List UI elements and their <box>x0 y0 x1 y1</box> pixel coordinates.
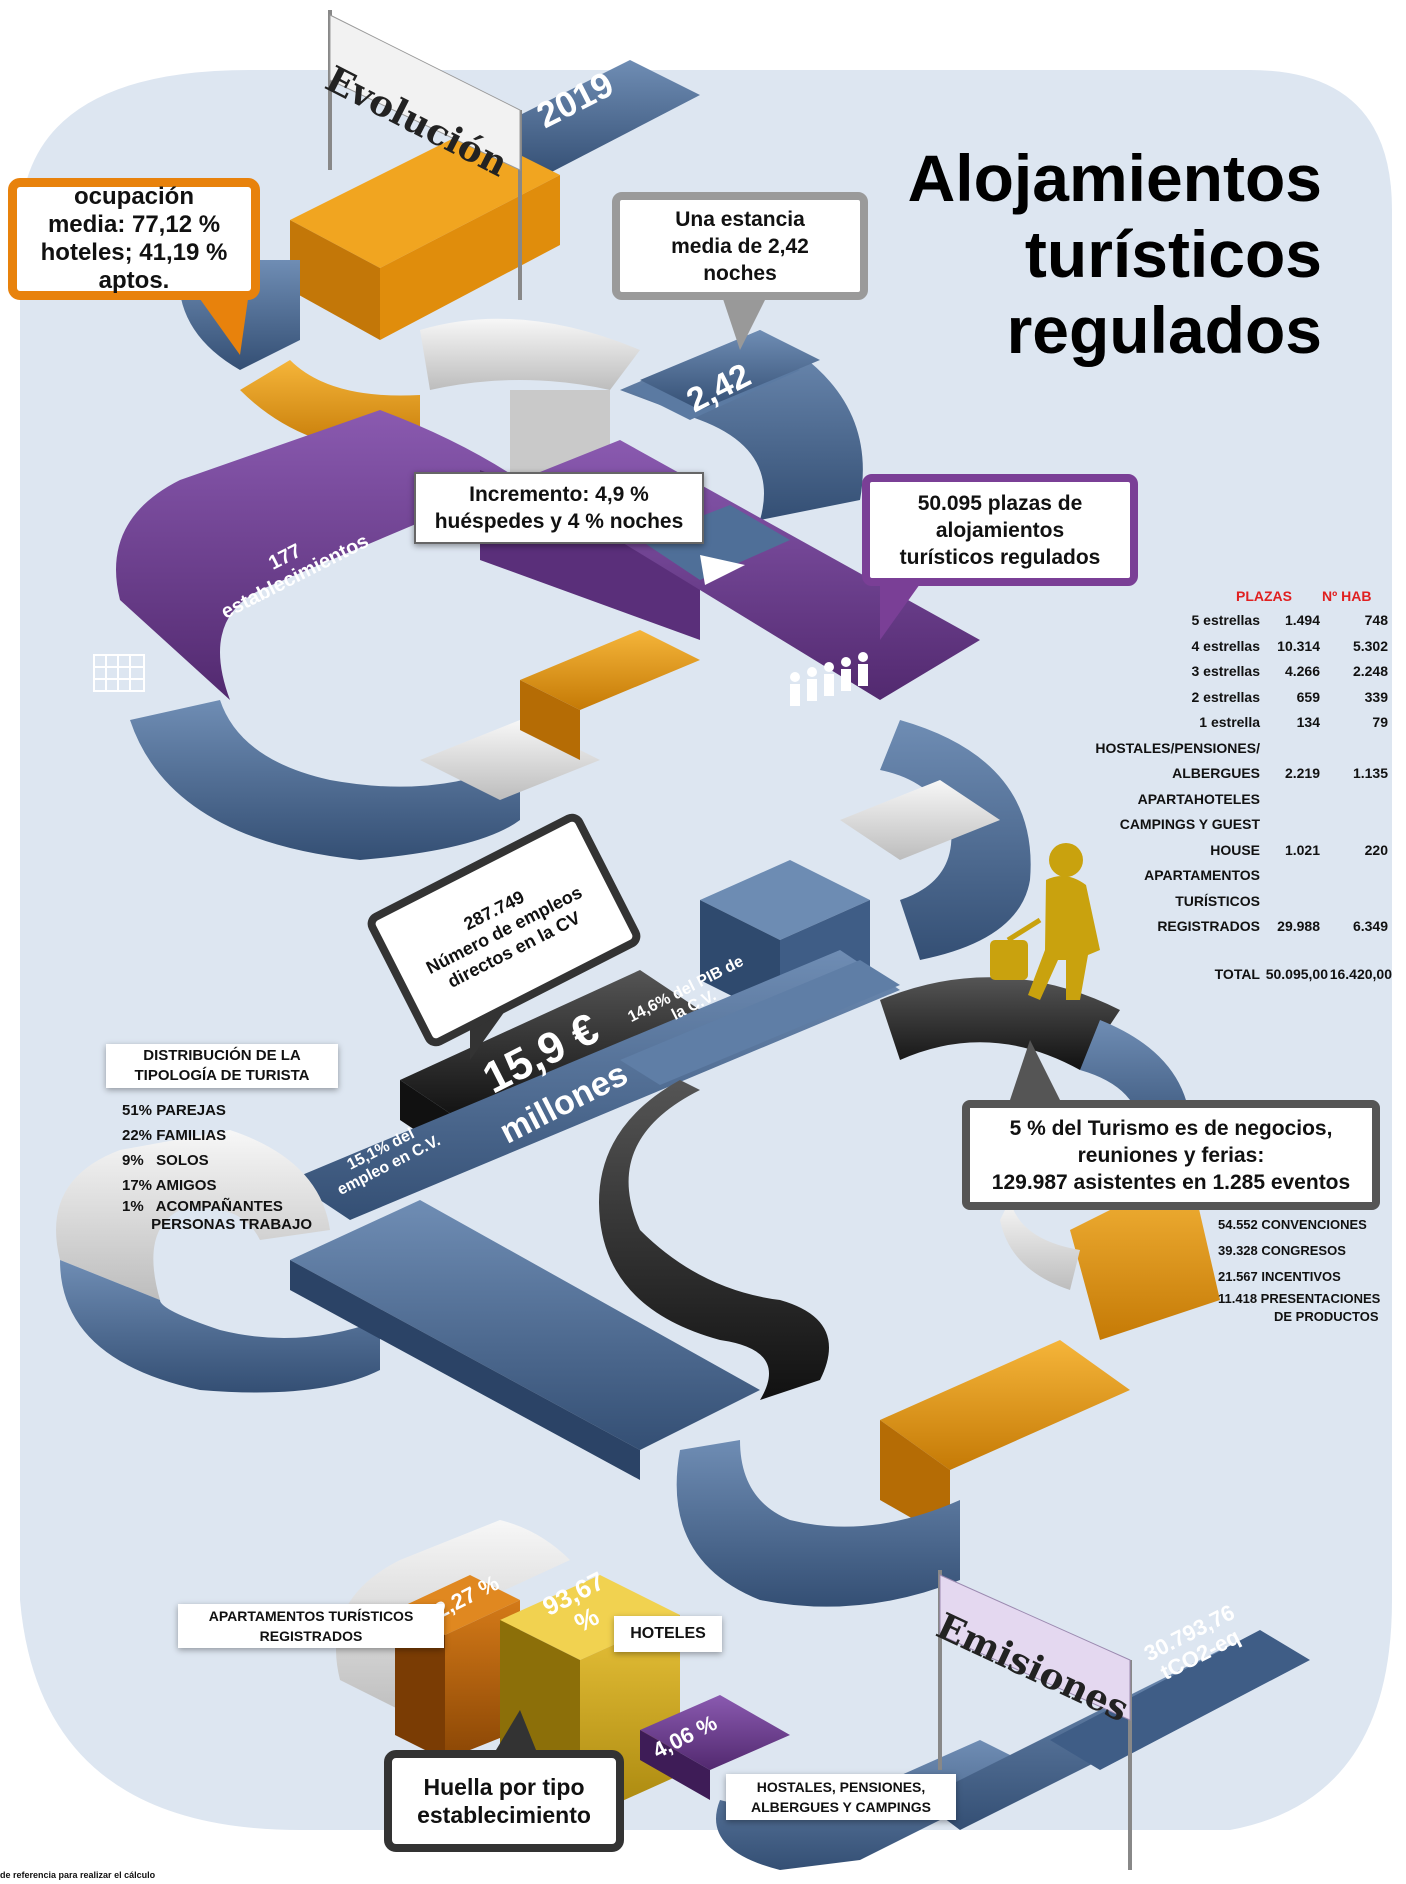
table-row-hab: 1.135 <box>1352 765 1388 781</box>
list-item: 11.418 PRESENTACIONES <box>1218 1291 1381 1306</box>
table-total-plazas: 50.095,00 <box>1265 965 1328 982</box>
table-row-plazas: 4.266 <box>1284 663 1320 679</box>
table-row-hab: 2.248 <box>1352 663 1388 679</box>
footnote: de referencia para realizar el cálculo <box>0 1870 156 1880</box>
list-item: PERSONAS TRABAJO <box>122 1216 313 1233</box>
table-row-label: ALBERGUES <box>1172 765 1260 781</box>
label-hotels: HOTELES <box>614 1616 722 1652</box>
tourist-types-title: DISTRIBUCIÓN DE LA TIPOLOGÍA DE TURISTA <box>106 1044 338 1088</box>
accommodation-table: PLAZAS Nº HAB 5 estrellas 1.494 748 4 estre… <box>1040 584 1400 982</box>
events-list: 54.552 CONVENCIONES 39.328 CONGRESOS 21.… <box>1218 1212 1404 1326</box>
table-row-plazas: 29.988 <box>1277 918 1320 934</box>
tourist-types-list: 51% PAREJAS 22% FAMILIAS 9% SOLOS 17% AM… <box>122 1098 362 1234</box>
increment-callout: Incremento: 4,9 % huéspedes y 4 % noches <box>414 472 704 544</box>
list-item: DE PRODUCTOS <box>1274 1309 1379 1324</box>
table-row-label: HOSTALES/PENSIONES/ <box>1095 739 1260 756</box>
table-row-label: 4 estrellas <box>1191 637 1261 654</box>
list-item: 22% FAMILIAS <box>122 1127 227 1144</box>
traveler-icon <box>990 843 1100 1000</box>
table-row-plazas: 659 <box>1296 688 1320 705</box>
table-header-plazas: PLAZAS <box>1236 588 1292 604</box>
table-row-label: APARTAHOTELES <box>1137 790 1260 807</box>
table-row-hab: 6.349 <box>1352 918 1388 934</box>
business-callout: 5 % del Turismo es de negocios, reunione… <box>962 1100 1380 1210</box>
list-item: 9% SOLOS <box>122 1152 209 1169</box>
table-row-plazas: 1.494 <box>1284 612 1320 628</box>
list-item: 17% AMIGOS <box>122 1177 217 1194</box>
table-row-label: 2 estrellas <box>1191 688 1261 705</box>
occupancy-callout: ocupación media: 77,12 % hoteles; 41,19 … <box>8 178 260 300</box>
table-row-plazas: 10.314 <box>1277 637 1320 654</box>
table-row-label: 1 estrella <box>1199 714 1260 730</box>
table-header-hab: Nº HAB <box>1322 588 1372 604</box>
table-row-hab: 339 <box>1364 688 1388 705</box>
table-row-label: 5 estrellas <box>1191 612 1261 628</box>
table-row-label: REGISTRADOS <box>1157 918 1260 934</box>
table-row-label: CAMPINGS Y GUEST <box>1119 816 1260 832</box>
table-total-hab: 16.420,00 <box>1329 965 1392 982</box>
table-row-plazas: 1.021 <box>1284 841 1320 858</box>
table-row-label: HOUSE <box>1210 841 1260 858</box>
footprint-callout: Huella por tipo establecimiento <box>384 1750 624 1852</box>
table-row-label: TURÍSTICOS <box>1175 892 1260 909</box>
list-item: 39.328 CONGRESOS <box>1218 1243 1346 1258</box>
table-row-label: 3 estrellas <box>1191 663 1261 679</box>
table-row-hab: 5.302 <box>1352 637 1388 654</box>
label-apartments: APARTAMENTOS TURÍSTICOS REGISTRADOS <box>178 1604 444 1648</box>
page-title: Alojamientos turísticos regulados <box>907 141 1322 367</box>
people-icon <box>790 652 868 706</box>
table-row-plazas: 134 <box>1296 714 1320 730</box>
list-item: 1% ACOMPAÑANTES <box>122 1198 283 1215</box>
list-item: 54.552 CONVENCIONES <box>1218 1217 1367 1232</box>
table-row-hab: 748 <box>1364 612 1388 628</box>
list-item: 21.567 INCENTIVOS <box>1218 1269 1341 1284</box>
table-row-hab: 220 <box>1364 841 1388 858</box>
table-row-plazas: 2.219 <box>1284 765 1320 781</box>
places-callout: 50.095 plazas de alojamientos turísticos… <box>862 474 1138 586</box>
table-row-label: APARTAMENTOS <box>1144 867 1260 883</box>
play-icon <box>700 555 745 585</box>
table-row-hab: 79 <box>1372 714 1388 730</box>
label-hostels: HOSTALES, PENSIONES, ALBERGUES Y CAMPING… <box>726 1774 956 1820</box>
table-total-label: TOTAL <box>1214 965 1260 982</box>
building-icon <box>93 654 145 692</box>
list-item: 51% PAREJAS <box>122 1102 226 1119</box>
stay-callout: Una estancia media de 2,42 noches <box>612 192 868 300</box>
